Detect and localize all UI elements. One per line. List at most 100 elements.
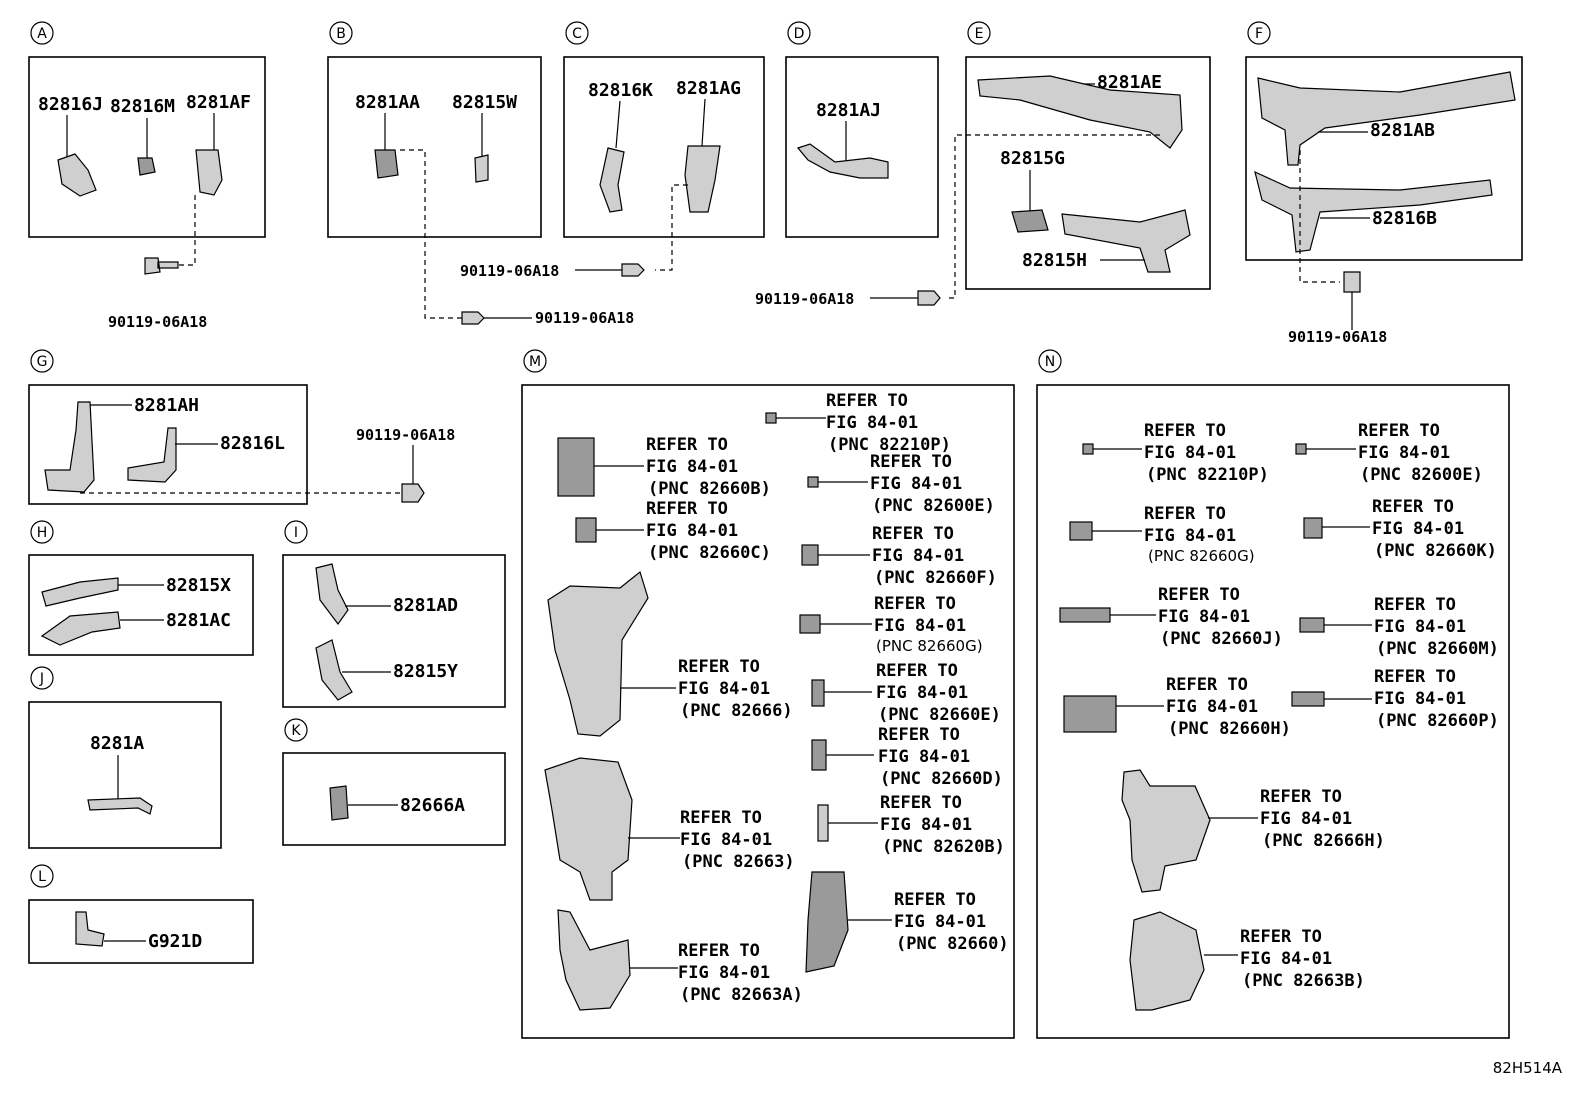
- part-label-82815x[interactable]: 82815X: [166, 575, 231, 596]
- ref-n-82600e[interactable]: REFER TO FIG 84-01 (PNC 82600E): [1358, 421, 1483, 485]
- part-label-82816l[interactable]: 82816L: [220, 433, 285, 454]
- part-label-82816j[interactable]: 82816J: [38, 94, 103, 115]
- part-label-8281ab[interactable]: 8281AB: [1370, 120, 1435, 141]
- section-d: D 8281AJ: [785, 21, 939, 238]
- part-label-8281ac[interactable]: 8281AC: [166, 610, 231, 631]
- part-label-82816k[interactable]: 82816K: [588, 80, 653, 101]
- part-label-8281aa[interactable]: 8281AA: [355, 92, 420, 113]
- relay-82210p-n-shape: [1082, 443, 1094, 455]
- ref-m-82660b[interactable]: REFER TO FIG 84-01 (PNC 82660B): [646, 435, 771, 499]
- ref-line-2: FIG 84-01: [826, 413, 918, 433]
- bracket-82815w-shape: [474, 154, 489, 183]
- part-label-8281aj[interactable]: 8281AJ: [816, 100, 881, 121]
- part-label-8281ag[interactable]: 8281AG: [676, 78, 741, 99]
- bolt-icon-b: [461, 311, 485, 325]
- ref-m-82660c[interactable]: REFER TO FIG 84-01 (PNC 82660C): [646, 499, 771, 563]
- ref-line-2: FIG 84-01: [1374, 617, 1466, 637]
- relay-82660p-shape: [1291, 691, 1325, 707]
- section-c: C 82816K 8281AG 90119-06A18: [460, 21, 765, 280]
- section-j-box: [28, 701, 222, 849]
- ref-line-2: FIG 84-01: [1158, 607, 1250, 627]
- section-a: A 82816J 82816M 8281AF 90119-06A18: [28, 21, 266, 331]
- relay-82660d-shape: [811, 739, 827, 771]
- bolt-label-e[interactable]: 90119-06A18: [755, 290, 854, 308]
- ref-line-3: (PNC 82660H): [1168, 719, 1291, 739]
- ref-n-82660m[interactable]: REFER TO FIG 84-01 (PNC 82660M): [1374, 595, 1499, 659]
- ref-line-3: (PNC 82660B): [648, 479, 771, 499]
- relay-82210p-m-shape: [765, 412, 777, 424]
- bracket-8281ab-shape: [1257, 71, 1516, 166]
- part-label-g921d[interactable]: G921D: [148, 931, 202, 952]
- section-c-box: [563, 56, 765, 238]
- part-label-8281a[interactable]: 8281A: [90, 733, 144, 754]
- part-label-82816m[interactable]: 82816M: [110, 96, 175, 117]
- ref-n-82660g[interactable]: REFER TO FIG 84-01 (PNC 82660G): [1144, 504, 1255, 565]
- ref-line-3: (PNC 82660G): [1148, 547, 1255, 565]
- part-label-82815g[interactable]: 82815G: [1000, 148, 1065, 169]
- ref-line-1: REFER TO: [880, 793, 962, 813]
- part-label-8281ae[interactable]: 8281AE: [1097, 72, 1162, 93]
- part-label-8281ah[interactable]: 8281AH: [134, 395, 199, 416]
- ref-line-3: (PNC 82660E): [878, 705, 1001, 725]
- section-j: J 8281A: [28, 666, 222, 849]
- bolt-label-a[interactable]: 90119-06A18: [108, 313, 207, 331]
- part-label-82666a[interactable]: 82666A: [400, 795, 465, 816]
- part-label-82815h[interactable]: 82815H: [1022, 250, 1087, 271]
- bracket-8281aj-shape: [796, 143, 889, 179]
- ref-n-82660j[interactable]: REFER TO FIG 84-01 (PNC 82660J): [1158, 585, 1283, 649]
- ref-m-82660e[interactable]: REFER TO FIG 84-01 (PNC 82660E): [876, 661, 1001, 725]
- ref-m-82660d[interactable]: REFER TO FIG 84-01 (PNC 82660D): [878, 725, 1003, 789]
- bolt-label-g[interactable]: 90119-06A18: [356, 426, 455, 444]
- relay-82660c-shape: [575, 517, 597, 543]
- section-n: N REFER TO FIG 84-01 (PNC 82210P) REFER …: [1036, 349, 1510, 1039]
- section-d-marker: D: [794, 26, 805, 42]
- part-label-8281af[interactable]: 8281AF: [186, 92, 251, 113]
- ref-line-1: REFER TO: [678, 941, 760, 961]
- ref-n-82660p[interactable]: REFER TO FIG 84-01 (PNC 82660P): [1374, 667, 1499, 731]
- ref-n-82660h[interactable]: REFER TO FIG 84-01 (PNC 82660H): [1166, 675, 1291, 739]
- block-82663b-shape: [1129, 911, 1205, 1011]
- clip-82816m-shape: [137, 157, 156, 176]
- bracket-82816k-shape: [599, 147, 625, 213]
- ref-line-1: REFER TO: [1260, 787, 1342, 807]
- ref-line-3: (PNC 82660D): [880, 769, 1003, 789]
- ref-line-3: (PNC 82663B): [1242, 971, 1365, 991]
- block-82666-shape: [547, 570, 649, 737]
- ref-m-82663a[interactable]: REFER TO FIG 84-01 (PNC 82663A): [678, 941, 803, 1005]
- ref-n-82660k[interactable]: REFER TO FIG 84-01 (PNC 82660K): [1372, 497, 1497, 561]
- ref-n-82666h[interactable]: REFER TO FIG 84-01 (PNC 82666H): [1260, 787, 1385, 851]
- bracket-82815y-shape: [315, 639, 353, 701]
- ref-m-82620b[interactable]: REFER TO FIG 84-01 (PNC 82620B): [880, 793, 1005, 857]
- clip-82666a-shape: [329, 785, 349, 821]
- ref-m-82660g[interactable]: REFER TO FIG 84-01 (PNC 82660G): [874, 594, 983, 655]
- section-a-marker: A: [37, 26, 47, 42]
- section-d-box: [785, 56, 939, 238]
- ref-line-2: FIG 84-01: [1144, 443, 1236, 463]
- section-f: F 8281AB 82816B 90119-06A18: [1245, 21, 1523, 346]
- part-label-82815y[interactable]: 82815Y: [393, 661, 458, 682]
- section-c-marker: C: [572, 26, 582, 42]
- bracket-82816l-shape: [127, 427, 177, 483]
- ref-m-82660f[interactable]: REFER TO FIG 84-01 (PNC 82660F): [872, 524, 997, 588]
- section-h: H 82815X 8281AC: [28, 520, 254, 656]
- ref-n-82663b[interactable]: REFER TO FIG 84-01 (PNC 82663B): [1240, 927, 1365, 991]
- section-b: B 8281AA 82815W 90119-06A18: [327, 21, 634, 327]
- part-label-82815w[interactable]: 82815W: [452, 92, 517, 113]
- ref-line-1: REFER TO: [872, 524, 954, 544]
- ref-n-82210p[interactable]: REFER TO FIG 84-01 (PNC 82210P): [1144, 421, 1269, 485]
- ref-line-2: FIG 84-01: [1372, 519, 1464, 539]
- ref-line-2: FIG 84-01: [1240, 949, 1332, 969]
- part-label-82816b[interactable]: 82816B: [1372, 208, 1437, 229]
- ref-m-82600e[interactable]: REFER TO FIG 84-01 (PNC 82600E): [870, 452, 995, 516]
- ref-m-82660[interactable]: REFER TO FIG 84-01 (PNC 82660): [894, 890, 1009, 954]
- bolt-label-c[interactable]: 90119-06A18: [460, 262, 559, 280]
- bracket-g921d-shape: [75, 911, 105, 947]
- bolt-label-b[interactable]: 90119-06A18: [535, 309, 634, 327]
- relay-82660k-shape: [1303, 517, 1323, 539]
- ref-m-82666[interactable]: REFER TO FIG 84-01 (PNC 82666): [678, 657, 793, 721]
- part-label-8281ad[interactable]: 8281AD: [393, 595, 458, 616]
- ref-m-82663[interactable]: REFER TO FIG 84-01 (PNC 82663): [680, 808, 795, 872]
- ref-m-82210p[interactable]: REFER TO FIG 84-01 (PNC 82210P): [826, 391, 951, 455]
- bracket-8281ag-shape: [684, 145, 721, 213]
- bolt-label-f[interactable]: 90119-06A18: [1288, 328, 1387, 346]
